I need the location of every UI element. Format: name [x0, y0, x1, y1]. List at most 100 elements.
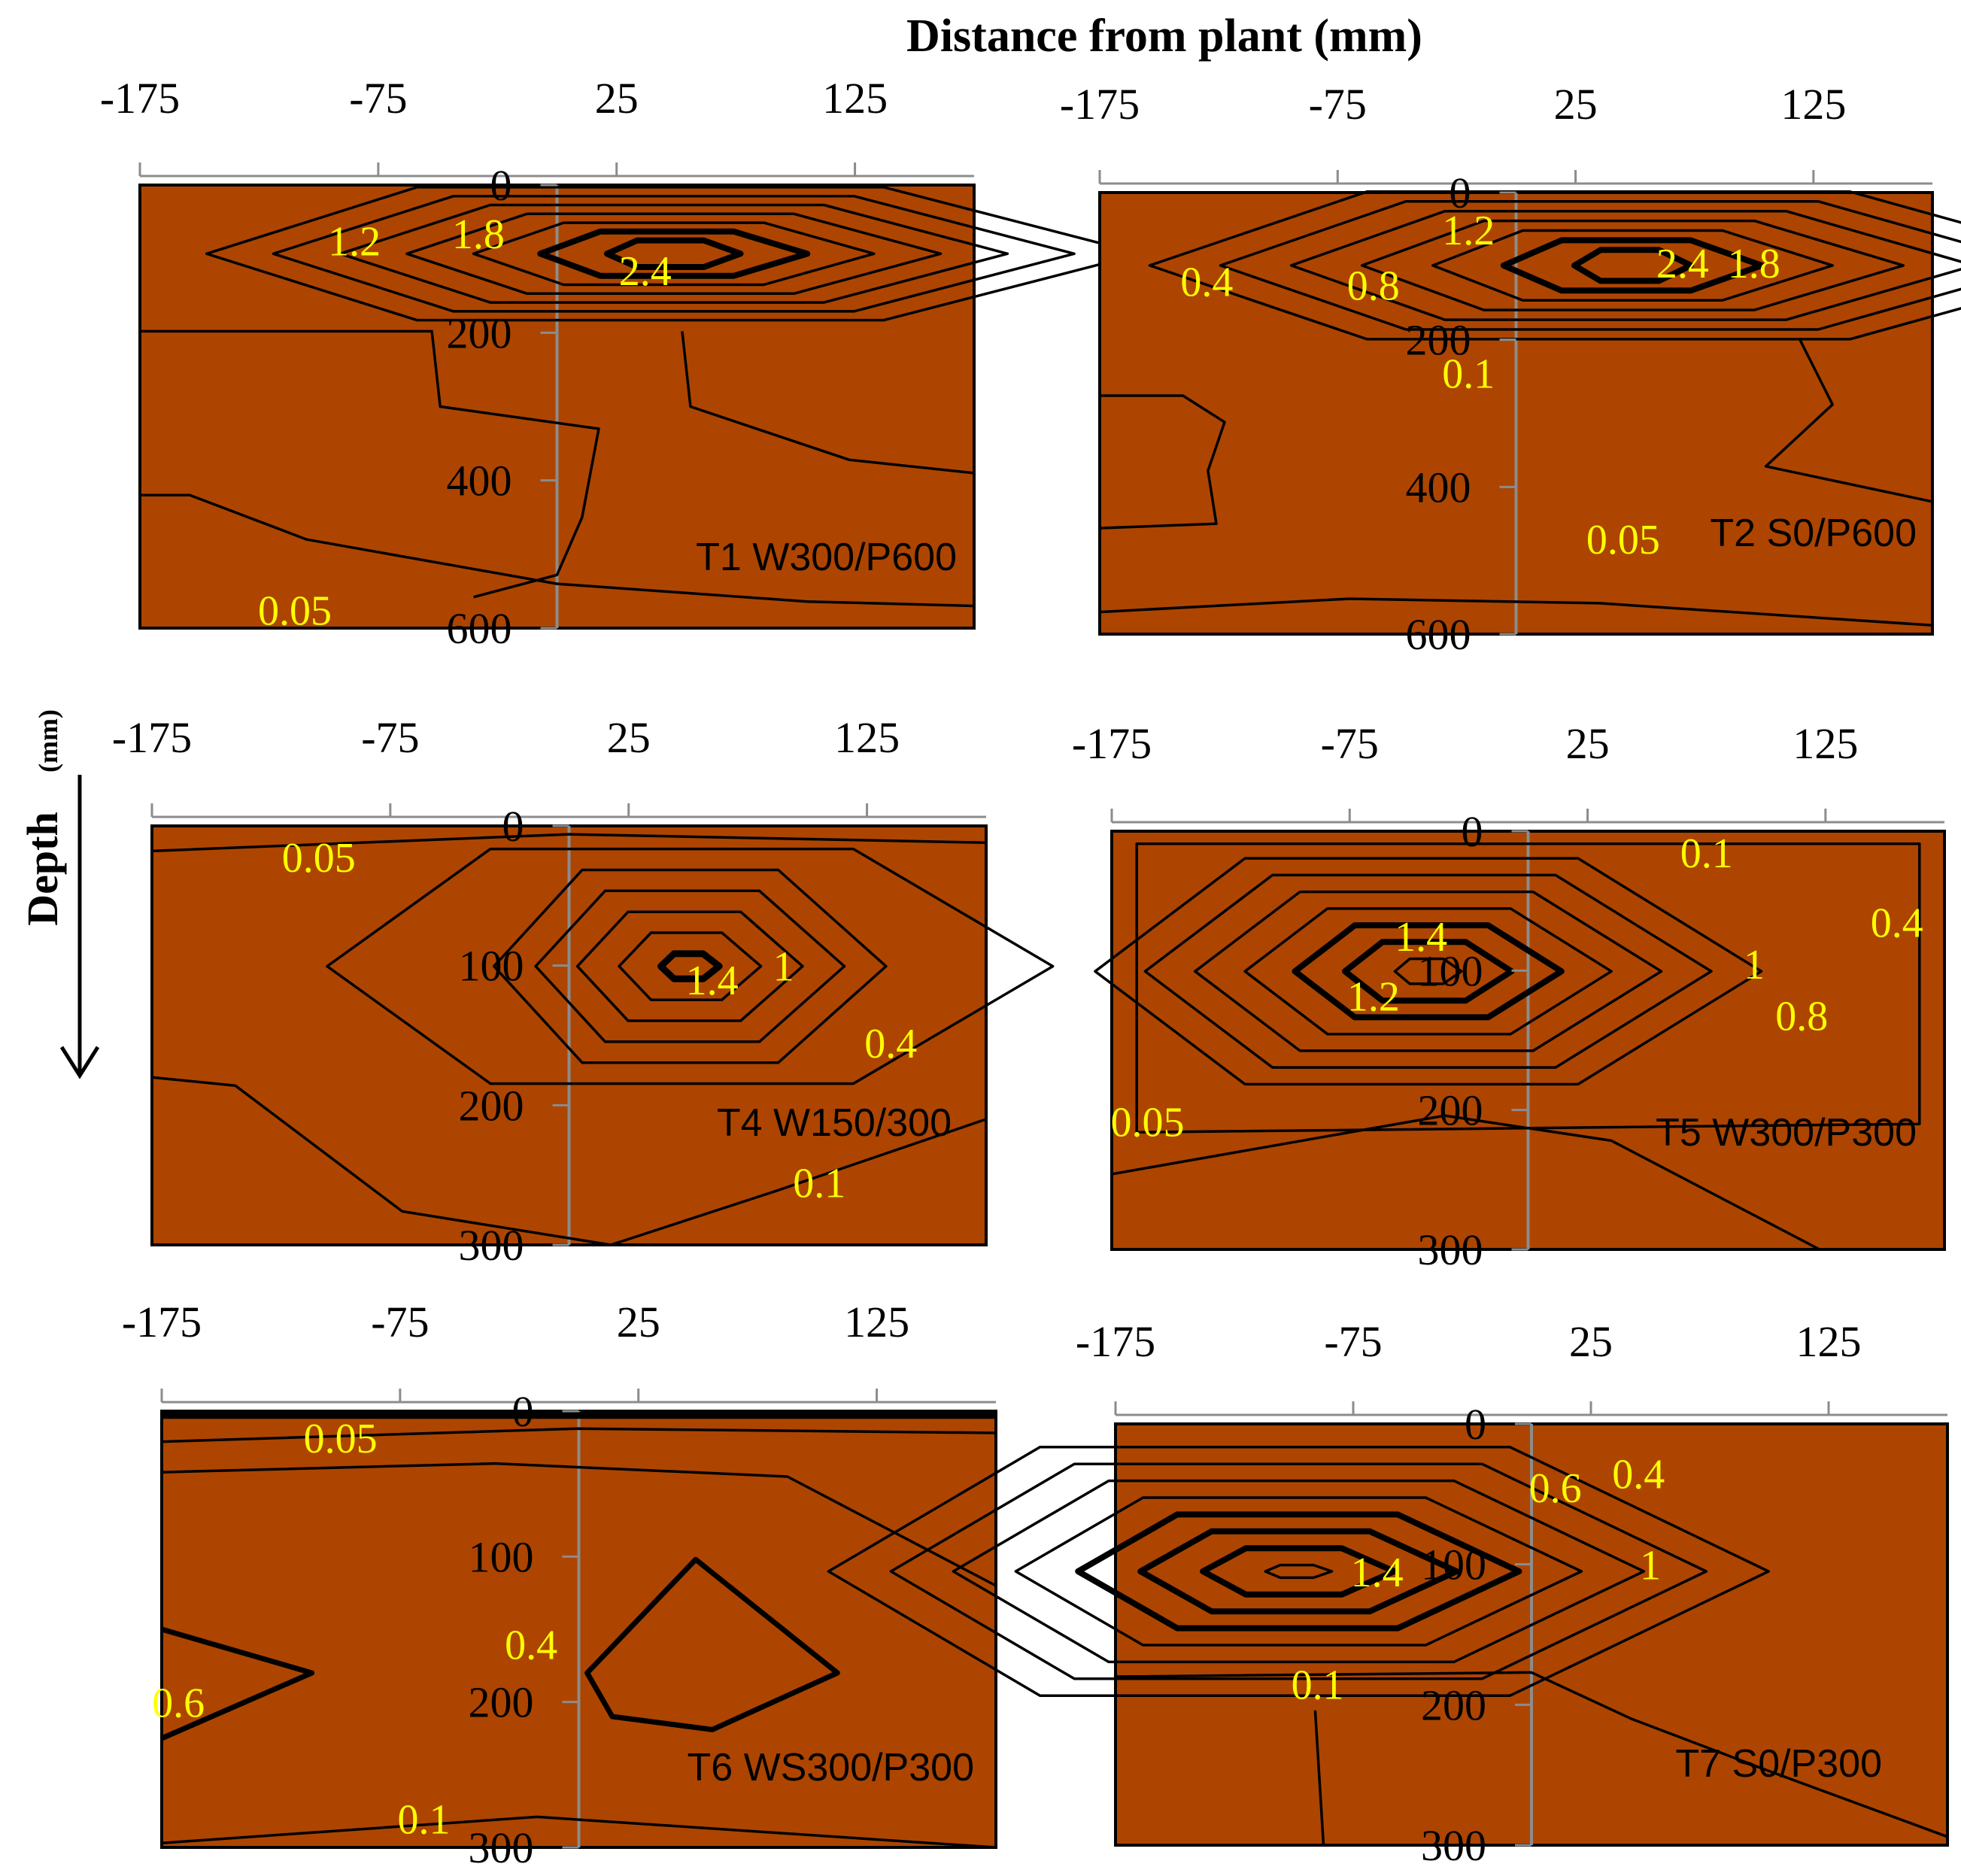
- contour-value-label: 0.1: [1442, 351, 1495, 398]
- y-tick-label: 300: [1421, 1821, 1486, 1870]
- y-tick-label: 0: [1465, 1400, 1486, 1449]
- contour-line: [160, 1626, 315, 1741]
- x-tick-label: -175: [112, 713, 192, 762]
- contour-value-label: 1.2: [328, 219, 381, 266]
- contour-value-label: 1.2: [1347, 974, 1400, 1021]
- contour-value-label: 0.05: [258, 587, 332, 634]
- x-tick-label: -75: [371, 1298, 429, 1346]
- contour-line: [1075, 1511, 1522, 1632]
- contour-value-label: 0.1: [1292, 1662, 1344, 1708]
- contour-value-label: 0.4: [505, 1622, 557, 1668]
- contour-value-label: 0.05: [304, 1416, 378, 1462]
- contour-line: [1148, 190, 1961, 341]
- contour-value-label: 0.4: [1180, 259, 1233, 305]
- contour-line: [681, 331, 975, 475]
- contour-value-label: 2.4: [1656, 241, 1709, 287]
- y-tick-label: 200: [1418, 1086, 1483, 1135]
- contour-line: [1094, 857, 1763, 1086]
- x-tick-label: 25: [1566, 719, 1610, 768]
- x-tick-label: 125: [834, 713, 900, 762]
- y-tick-label: 100: [1418, 946, 1483, 995]
- x-tick-label: 25: [1554, 80, 1598, 129]
- contour-line: [326, 847, 1055, 1085]
- y-tick-label: 200: [1406, 316, 1471, 365]
- contour-line: [952, 1479, 1646, 1664]
- x-tick-label: -175: [1060, 80, 1140, 129]
- y-tick-label: 600: [447, 604, 512, 653]
- y-tick-label: 0: [1450, 168, 1471, 217]
- y-tick-label: 0: [490, 161, 512, 210]
- contour-line: [472, 221, 876, 287]
- contour-line: [1500, 237, 1765, 294]
- x-tick-label: -75: [1321, 719, 1379, 768]
- contour-value-label: 1: [773, 944, 794, 991]
- x-tick-label: -175: [122, 1298, 202, 1346]
- y-tick-label: 200: [459, 1081, 524, 1130]
- contour-value-label: 0.6: [152, 1680, 205, 1727]
- contour-value-label: 1.8: [1728, 241, 1780, 287]
- x-tick-label: -175: [100, 74, 180, 123]
- contour-line: [537, 228, 811, 279]
- y-tick-label: 300: [459, 1221, 524, 1270]
- contour-line: [161, 1462, 997, 1587]
- y-tick-label: 0: [1462, 807, 1483, 856]
- panel-label: T6 WS300/P300: [687, 1746, 974, 1789]
- contour-line: [1243, 907, 1613, 1036]
- contour-line: [1193, 890, 1663, 1052]
- x-tick-label: 25: [617, 1298, 660, 1346]
- depth-unit-label: (mm): [33, 709, 63, 773]
- contour-value-label: 0.4: [864, 1021, 917, 1067]
- contour-line: [1289, 209, 1961, 321]
- contour-value-label: 0.1: [1680, 830, 1733, 877]
- contour-line: [1571, 247, 1694, 284]
- contour-value-label: 1.4: [1351, 1550, 1404, 1596]
- x-tick-label: 125: [1793, 719, 1858, 768]
- x-tick-label: -75: [1309, 80, 1367, 129]
- panel-label: T1 W300/P600: [696, 536, 957, 579]
- x-tick-label: 125: [844, 1298, 909, 1346]
- contour-line: [657, 950, 723, 982]
- contour-line: [1099, 597, 1933, 627]
- contour-line: [1360, 219, 1905, 311]
- contour-line: [140, 493, 975, 608]
- x-tick-label: 25: [607, 713, 651, 762]
- contour-line: [575, 910, 804, 1022]
- contour-line: [1135, 842, 1921, 1134]
- contour-value-label: 0.4: [1871, 900, 1923, 946]
- contour-line: [1764, 337, 1933, 503]
- figure-title: Distance from plant (mm): [906, 11, 1422, 62]
- x-tick-label: -75: [361, 713, 419, 762]
- y-tick-label: 200: [447, 308, 512, 357]
- contour-value-label: 1: [1640, 1543, 1661, 1589]
- contour-line: [338, 203, 1009, 304]
- contour-line: [1431, 229, 1834, 302]
- contour-line: [827, 1446, 1770, 1697]
- contour-line: [618, 931, 763, 1001]
- contour-line: [604, 237, 744, 270]
- contour-line: [534, 889, 846, 1043]
- x-tick-label: 125: [822, 74, 888, 123]
- y-tick-label: 100: [469, 1532, 534, 1581]
- panel-label: T5 W300/P300: [1656, 1111, 1917, 1155]
- contour-line: [1137, 1528, 1460, 1615]
- contour-line: [272, 194, 1076, 313]
- contour-value-label: 0.1: [398, 1796, 451, 1843]
- x-tick-label: -75: [1324, 1317, 1382, 1366]
- y-tick-label: 0: [512, 1387, 534, 1436]
- y-tick-label: 200: [1421, 1680, 1486, 1729]
- contour-line: [1111, 1114, 1820, 1251]
- depth-axis-label: Depth (mm): [18, 709, 100, 1079]
- contour-value-label: 1: [1744, 942, 1765, 988]
- panel-label: T2 S0/P600: [1710, 511, 1917, 555]
- contour-value-label: 1.4: [1395, 914, 1447, 961]
- y-tick-label: 400: [447, 457, 512, 505]
- contour-line: [1393, 957, 1463, 985]
- panel-label: T7 S0/P300: [1675, 1742, 1882, 1786]
- contour-value-label: 0.8: [1775, 994, 1828, 1040]
- panel-label: T4 W150/300: [717, 1101, 952, 1145]
